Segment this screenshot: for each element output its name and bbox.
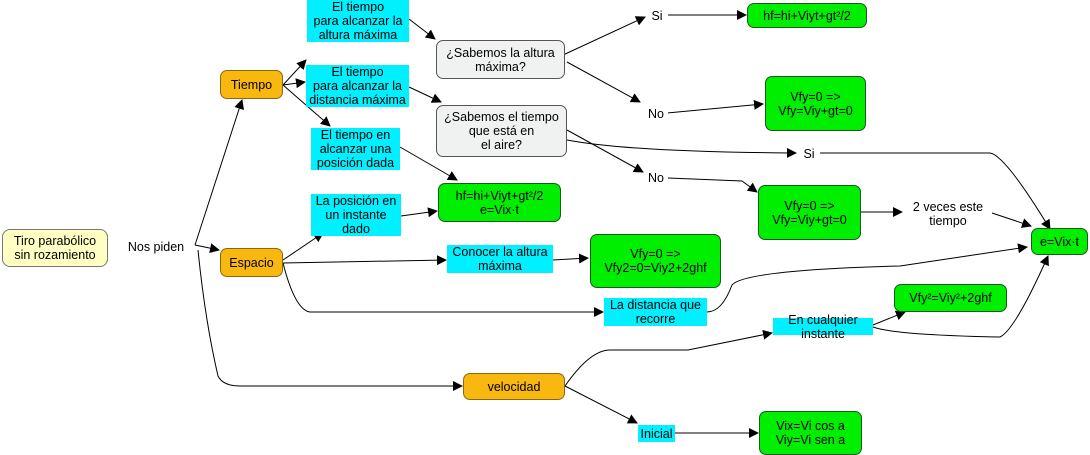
result-hf-e[interactable]: hf=hi+Viyt+gt²/2 e=Vix·t [438, 183, 561, 222]
edge-espacio-posinstante [282, 232, 324, 261]
edge-nospiden-espacio [194, 243, 220, 254]
result-vfy-tiempo[interactable]: Vfy=0 => Vfy=Viy+gt=0 [758, 185, 861, 240]
edge-espacio-distancia [282, 262, 604, 317]
result-vix-viy[interactable]: Vix=Vi cos a Viy=Vi sen a [759, 411, 862, 455]
edge-cualquier-vfy2 [872, 310, 906, 326]
edge-posinstante-hfe [400, 207, 438, 218]
edge-dosveces-evix [991, 212, 1032, 228]
label-no-tiempo: No [644, 169, 668, 186]
label-si-tiempo: Si [798, 145, 820, 162]
edge-conocer-vfyalt [552, 253, 589, 264]
edge-no-vfy1 [666, 99, 764, 114]
result-vfy-altura-maxima[interactable]: Vfy=0 => Vfy2=0=Viy2+2ghf [590, 234, 721, 288]
node-posicion-instante[interactable]: La posición en un instante dado [311, 194, 401, 236]
node-conocer-altura[interactable]: Conocer la altura máxima [447, 245, 553, 273]
result-hf-altura[interactable]: hf=hi+Viyt+gt²/2 [747, 3, 867, 28]
edge-nospiden-tiempo [194, 99, 244, 246]
result-vfy2-cualquier[interactable]: Vfy²=Viy²+2ghf [894, 284, 1007, 312]
edge-t3-hfe [399, 146, 458, 181]
edge-nospiden-velocidad [197, 249, 463, 391]
result-e-vix-t[interactable]: e=Vix·t [1031, 228, 1088, 255]
edge-si2-evix [820, 152, 1051, 230]
edge-qaltura-si [562, 16, 646, 56]
edge-t1-qaltura [408, 18, 436, 40]
node-question-tiempo-aire[interactable]: ¿Sabemos el tiempo que está en el aire? [436, 105, 567, 157]
root-node-tiro-parabolico[interactable]: Tiro parabólico sin rozamiento [2, 229, 108, 267]
edge-tiempo-t2 [282, 78, 306, 89]
node-distancia-recorre[interactable]: La distancia que recorre [604, 298, 707, 326]
node-espacio[interactable]: Espacio [220, 248, 283, 277]
edge-tiempo-t1 [282, 59, 307, 86]
node-tiempo-posicion-dada[interactable]: El tiempo en alcanzar una posición dada [311, 128, 400, 170]
node-cualquier-instante[interactable]: En cualquier instante [773, 313, 873, 341]
node-velocidad[interactable]: velocidad [463, 373, 565, 400]
result-vfy-altura[interactable]: Vfy=0 => Vfy=Viy+gt=0 [765, 76, 866, 131]
edge-velocidad-inicial [564, 385, 638, 424]
node-tiempo[interactable]: Tiempo [220, 70, 283, 99]
edge-qaltura-no [566, 61, 641, 103]
edge-qtiempo-si [566, 139, 797, 158]
node-question-altura[interactable]: ¿Sabemos la altura máxima? [436, 40, 565, 79]
edge-velocidad-cualquier [564, 329, 773, 387]
edge-distancia-evix [706, 243, 1028, 313]
edge-t2-qtiempo [408, 86, 442, 103]
label-no-altura: No [644, 105, 668, 122]
label-nos-piden: Nos piden [118, 238, 194, 256]
edge-qtiempo-no [566, 129, 644, 173]
edge-no2-vfy2 [667, 177, 758, 193]
edge-cualquier-evix [872, 255, 1049, 338]
label-si-altura: Si [646, 7, 668, 24]
node-inicial[interactable]: Inicial [638, 425, 675, 442]
label-dos-veces: 2 veces este tiempo [905, 200, 991, 228]
edge-espacio-conocer [282, 255, 447, 266]
node-tiempo-altura-maxima[interactable]: El tiempo para alcanzar la altura máxima [307, 0, 409, 42]
node-tiempo-distancia-maxima[interactable]: El tiempo para alcanzar la distancia máx… [306, 65, 409, 107]
